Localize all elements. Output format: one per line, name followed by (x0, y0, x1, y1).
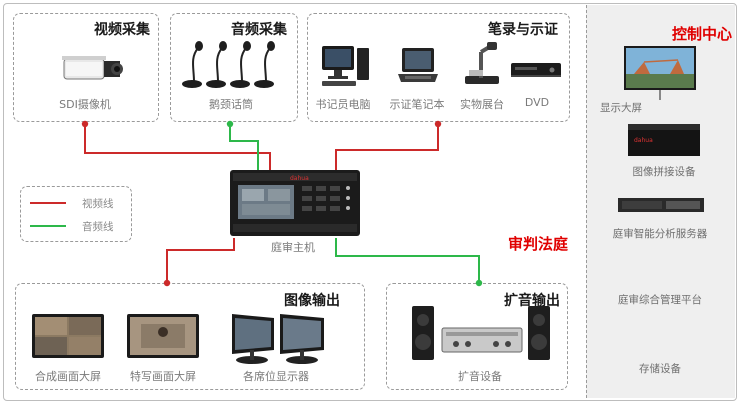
composite-screen-icon (32, 314, 104, 358)
video-wire-display (335, 124, 439, 170)
closeup-screen-label: 特写画面大屏 (130, 370, 196, 383)
closeup-screen-icon (127, 314, 199, 358)
video-wire-camera (84, 124, 271, 170)
sdi-camera-icon (62, 56, 123, 80)
image-output-group (15, 283, 365, 390)
court-host-icon: dahua (230, 170, 360, 236)
control-center-title: 控制中心 (672, 25, 733, 43)
svg-text:dahua: dahua (634, 137, 653, 144)
svg-text:dahua: dahua (290, 175, 309, 182)
audio-capture-title: 音频采集 (231, 22, 287, 38)
video-dot-camera (81, 120, 89, 128)
legend-audio-label: 音频线 (82, 221, 114, 233)
notes-display-title: 笔录与示证 (488, 22, 558, 38)
dvd-player-icon (511, 63, 561, 77)
composite-screen-label: 合成画面大屏 (35, 370, 101, 383)
audio-wire-output (335, 238, 480, 283)
audio-dot-output (475, 279, 483, 287)
evidence-laptop-label: 示证笔记本 (389, 98, 445, 111)
legend-video-label: 视频线 (82, 198, 114, 210)
audio-capture-group (170, 13, 298, 122)
display-wall-label: 显示大屏 (600, 102, 642, 114)
image-output-title: 图像输出 (284, 293, 340, 309)
seat-monitors-icon (232, 314, 324, 364)
video-dot-display (434, 120, 442, 128)
video-wire-output (166, 238, 235, 283)
gooseneck-mic-label: 鹅颈话筒 (209, 98, 253, 111)
clerk-pc-label: 书记员电脑 (315, 98, 371, 111)
courtroom-title: 审判法庭 (508, 235, 569, 253)
audio-dot-mic (226, 120, 234, 128)
splicing-device-label: 图像拼接设备 (632, 166, 696, 178)
diagram-frame (3, 3, 737, 401)
amplifier-label: 扩音设备 (458, 370, 502, 383)
video-dot-output (163, 279, 171, 287)
management-platform-label: 庭审综合管理平台 (618, 294, 702, 306)
audio-wire-mic (229, 124, 259, 170)
analysis-server-icon (618, 198, 704, 212)
video-capture-title: 视频采集 (94, 22, 150, 38)
evidence-laptop-icon (398, 48, 438, 82)
amplifier-icon (412, 306, 550, 360)
seat-monitors-label: 各席位显示器 (243, 370, 309, 383)
clerk-pc-icon (322, 46, 369, 86)
visualizer-label: 实物展台 (460, 98, 504, 111)
display-wall-icon (624, 46, 696, 100)
sdi-camera-label: SDI摄像机 (59, 98, 111, 111)
court-host-label: 庭审主机 (271, 241, 315, 254)
audio-output-title: 扩音输出 (504, 293, 560, 309)
splicing-device-icon: dahua (628, 124, 700, 156)
dvd-label: DVD (524, 96, 550, 109)
gooseneck-mic-icon (182, 41, 275, 88)
analysis-server-label: 庭审智能分析服务器 (612, 228, 708, 240)
storage-label: 存储设备 (639, 363, 681, 375)
legend-box (20, 186, 132, 242)
visualizer-icon (465, 42, 499, 84)
